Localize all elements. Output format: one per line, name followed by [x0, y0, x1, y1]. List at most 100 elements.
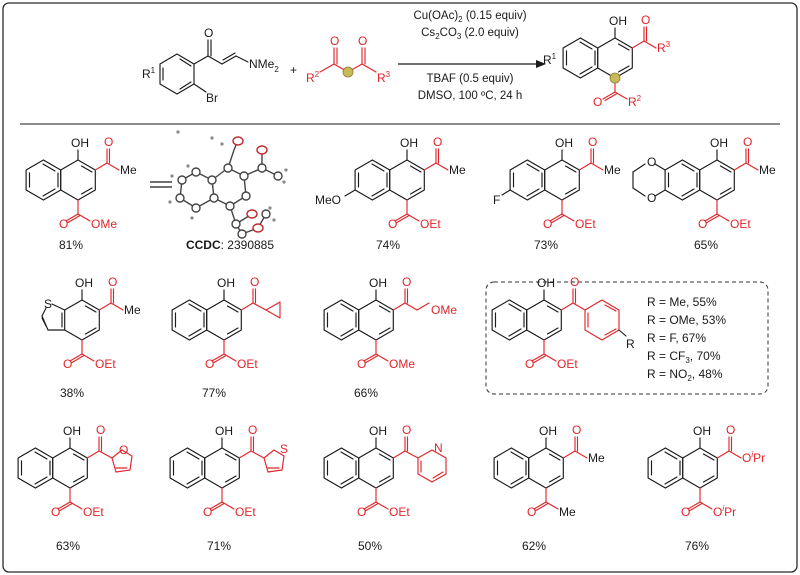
- yield-p2: 74%: [376, 238, 400, 252]
- crystal-structure-image: [168, 130, 288, 239]
- svg-text:Me: Me: [124, 303, 141, 317]
- yield-p7: 66%: [354, 386, 378, 400]
- product-1: OH O Me O OMe: [25, 135, 137, 231]
- svg-text:O: O: [402, 275, 411, 289]
- svg-text:R: R: [626, 337, 635, 351]
- product-6: OH O O OEt: [171, 275, 281, 371]
- svg-text:OH: OH: [555, 136, 573, 150]
- svg-text:O: O: [59, 217, 68, 231]
- svg-text:Me: Me: [604, 163, 621, 177]
- svg-text:O: O: [96, 423, 105, 437]
- diketone-o1: O: [330, 34, 339, 48]
- svg-text:Me: Me: [449, 163, 466, 177]
- svg-text:O: O: [647, 191, 656, 205]
- svg-text:OiPr: OiPr: [742, 450, 765, 465]
- svg-text:O: O: [527, 505, 536, 519]
- yield-p6: 77%: [202, 386, 226, 400]
- sm-br-label: Br: [206, 91, 218, 105]
- aryl-entry: R = F, 67%: [647, 331, 706, 345]
- gp-o2: O: [593, 95, 602, 109]
- svg-text:O: O: [203, 505, 212, 519]
- condition-solvent: DMSO, 100 ºC, 24 h: [418, 90, 523, 102]
- svg-text:OEt: OEt: [389, 505, 410, 519]
- svg-text:O: O: [357, 357, 366, 371]
- gp-r1: R1: [543, 52, 557, 67]
- svg-text:O: O: [698, 217, 707, 231]
- product-12: OH O OiPr O OiPr: [647, 423, 765, 519]
- starting-material-diketone: O O R2 R3: [306, 34, 391, 85]
- aryl-series-list: R = Me, 55% R = OMe, 53% R = F, 67% R = …: [647, 295, 726, 383]
- ccdc-label: CCDC: 2390885: [186, 238, 274, 252]
- yield-p11: 62%: [522, 539, 546, 553]
- svg-text:OEt: OEt: [730, 217, 751, 231]
- product-4: O O OH O Me O OEt: [632, 135, 776, 231]
- gp-r2: R2: [628, 94, 642, 109]
- aryl-entry: R = NO2, 48%: [647, 367, 723, 383]
- svg-text:OH: OH: [710, 136, 728, 150]
- yield-p4: 65%: [694, 238, 718, 252]
- svg-text:Me: Me: [588, 451, 605, 465]
- svg-text:Me: Me: [120, 163, 137, 177]
- product-2: OH O Me O OEt MeO: [315, 135, 466, 231]
- gp-oh: OH: [609, 14, 627, 28]
- diketone-r2: R2: [306, 70, 320, 85]
- sm-r1-label: R1: [142, 66, 156, 81]
- yield-p5: 38%: [60, 386, 84, 400]
- product-9: OH O S O OEt: [169, 423, 288, 519]
- svg-text:OEt: OEt: [83, 505, 104, 519]
- product-3: OH O Me O OEt F: [493, 135, 621, 231]
- svg-text:OH: OH: [63, 424, 81, 438]
- svg-text:O: O: [525, 357, 534, 371]
- svg-text:OH: OH: [215, 424, 233, 438]
- svg-text:OEt: OEt: [557, 357, 578, 371]
- svg-text:O: O: [570, 275, 579, 289]
- aryl-entry: R = CF3, 70%: [647, 349, 721, 365]
- svg-text:OEt: OEt: [235, 505, 256, 519]
- plus-sign: +: [290, 63, 297, 77]
- svg-text:N: N: [434, 441, 443, 455]
- equals-sign: [150, 181, 172, 188]
- aryl-series-box: [485, 281, 769, 395]
- svg-text:O: O: [588, 135, 597, 149]
- condition-catalyst: Cu(OAc)2 (0.15 equiv): [413, 10, 526, 24]
- gp-r3: R3: [657, 40, 671, 55]
- svg-text:O: O: [726, 423, 735, 437]
- svg-text:OEt: OEt: [237, 357, 258, 371]
- aryl-entry: R = OMe, 53%: [647, 313, 726, 327]
- svg-text:O: O: [681, 505, 690, 519]
- yield-p3: 73%: [534, 238, 558, 252]
- svg-text:OH: OH: [369, 276, 387, 290]
- product-10: N OH O O OEt: [323, 423, 447, 519]
- product-7: OH O OMe O OMe: [323, 275, 457, 371]
- svg-text:OMe: OMe: [389, 357, 415, 371]
- svg-text:O: O: [357, 505, 366, 519]
- svg-text:O: O: [205, 357, 214, 371]
- reactive-carbon-ball: [342, 66, 354, 78]
- svg-text:OH: OH: [75, 276, 93, 290]
- svg-text:OiPr: OiPr: [713, 504, 736, 519]
- yield-p1: 81%: [59, 238, 83, 252]
- svg-text:O: O: [51, 505, 60, 519]
- svg-text:S: S: [280, 442, 288, 456]
- svg-text:O: O: [647, 155, 656, 169]
- svg-text:OEt: OEt: [95, 357, 116, 371]
- svg-text:Me: Me: [759, 163, 776, 177]
- yield-p9: 71%: [207, 539, 231, 553]
- svg-text:OEt: OEt: [420, 217, 441, 231]
- condition-base: Cs2CO3 (2.0 equiv): [421, 27, 519, 41]
- starting-material-enaminone: O R1 Br NMe2: [142, 26, 279, 105]
- diketone-r3: R3: [377, 70, 391, 85]
- general-product: OH O O R1 R3 R2: [543, 13, 671, 109]
- svg-text:OH: OH: [369, 424, 387, 438]
- aryl-entry: R = Me, 55%: [647, 295, 717, 309]
- svg-text:OH: OH: [537, 276, 555, 290]
- product-11: OH O Me O Me: [493, 423, 605, 519]
- yield-p8: 63%: [56, 539, 80, 553]
- product-aryl-series: OH O O OEt R: [491, 275, 635, 371]
- svg-text:O: O: [433, 135, 442, 149]
- sm-nme2-label: NMe2: [249, 57, 279, 74]
- diketone-o2: O: [358, 34, 367, 48]
- svg-text:OEt: OEt: [575, 217, 596, 231]
